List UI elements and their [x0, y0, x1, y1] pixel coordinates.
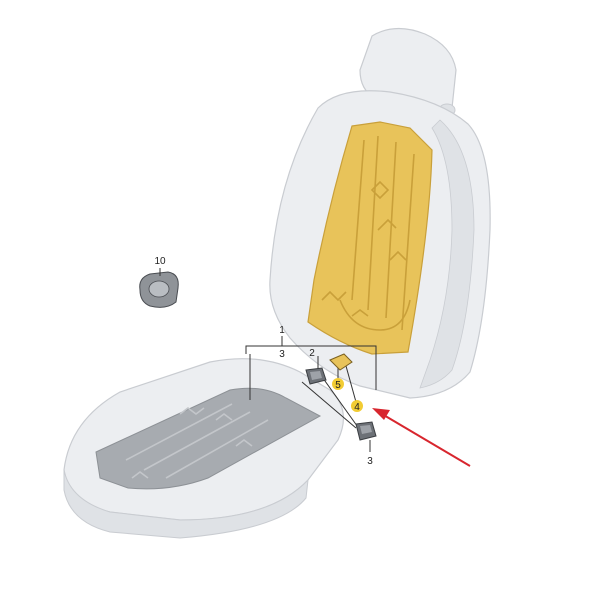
speaker-icon	[139, 268, 179, 308]
callout-2: 2	[309, 348, 315, 359]
callout-3-bottom: 3	[367, 456, 373, 467]
callout-4: 4	[354, 402, 360, 413]
seat-cushion	[63, 358, 345, 539]
bracket-1	[245, 345, 377, 390]
cushion-heater-mat	[95, 387, 322, 490]
backrest-heater-mat	[307, 121, 433, 355]
red-arrow-icon	[372, 408, 471, 467]
callout-3-top: 3	[279, 349, 285, 360]
backrest-heater-wire	[321, 135, 415, 331]
connector-plug-icon	[355, 421, 377, 441]
connector-plug-icon	[305, 367, 327, 385]
leader-lines	[245, 336, 377, 452]
cushion-front	[63, 469, 309, 539]
cushion-heater-wire	[125, 403, 269, 479]
callout-1: 1	[279, 325, 285, 336]
badge-item-4	[351, 400, 363, 412]
backrest-bolster	[419, 119, 475, 389]
seat-backrest	[269, 27, 491, 399]
heater-control-module	[329, 353, 353, 371]
badge-item-5	[332, 378, 344, 390]
callout-10: 10	[154, 256, 166, 267]
callout-5: 5	[335, 380, 341, 391]
